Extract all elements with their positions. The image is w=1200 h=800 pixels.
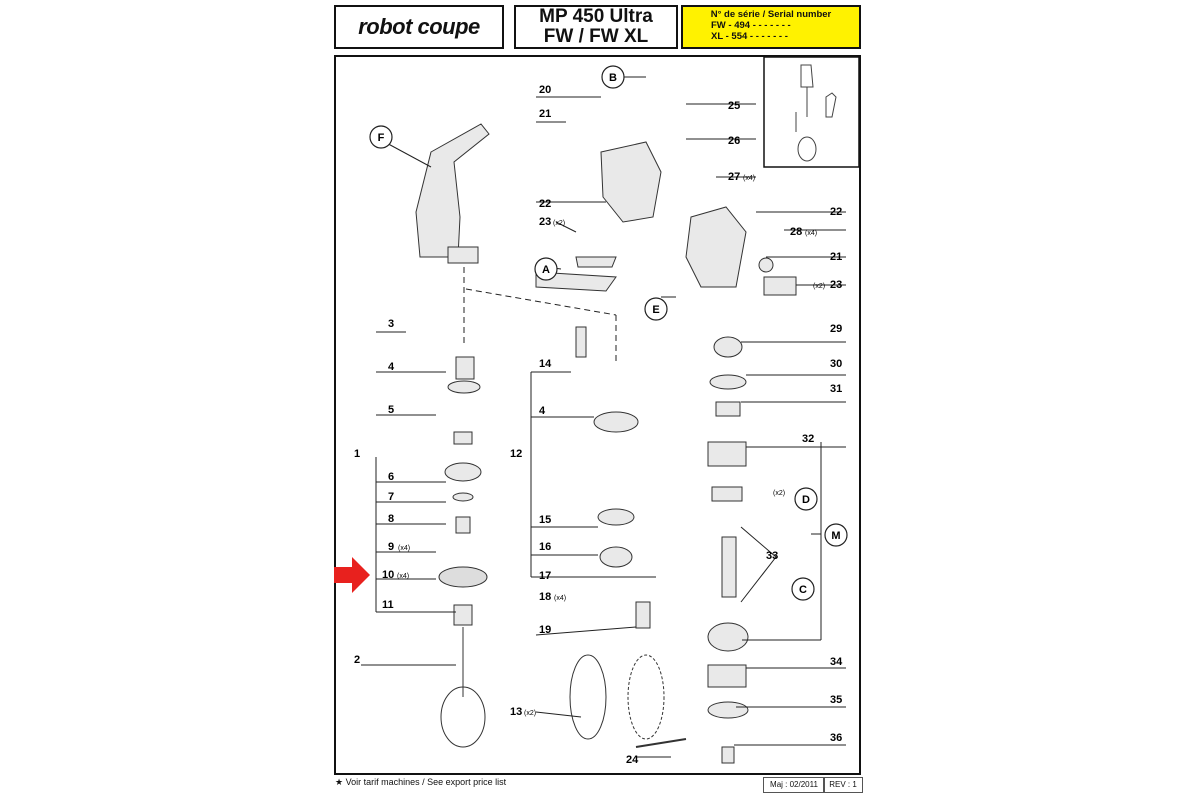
qty-23-left: (x2) [553, 220, 565, 227]
part-31: 31 [830, 383, 842, 395]
qty-28: (x4) [805, 230, 817, 237]
callout-A-label: A [542, 264, 550, 276]
part-10: 10 [382, 569, 394, 581]
qty-23-right: (x2) [813, 283, 825, 290]
callout-D-label: D [802, 494, 810, 506]
part-12: 12 [510, 448, 522, 460]
qty-18: (x4) [554, 595, 566, 602]
part-23-left: 23 [539, 216, 551, 228]
part-4-middle: 4 [539, 405, 546, 417]
callout-D [794, 487, 818, 511]
highlight-arrow [334, 557, 370, 593]
callout-B-label: B [609, 72, 617, 84]
letter-callouts [369, 65, 848, 601]
letter-labels: F B A E D M C [378, 72, 841, 596]
part-7: 7 [388, 491, 394, 503]
motor-coupling-drawing [447, 246, 479, 264]
connection-dashes [463, 267, 617, 362]
part-30: 30 [830, 358, 842, 370]
wiring-board-drawing [535, 271, 617, 292]
part-number-labels: 1 2 3 4 5 6 7 8 9 10 11 12 13 14 4 15 16… [354, 84, 843, 766]
callout-M-label: M [831, 530, 840, 542]
part-8: 8 [388, 513, 394, 525]
part-5: 5 [388, 404, 394, 416]
part-1: 1 [354, 448, 360, 460]
part-29: 29 [830, 323, 842, 335]
part-26: 26 [728, 135, 740, 147]
part-36: 36 [830, 732, 842, 744]
inset-thumbnail [795, 64, 837, 162]
part-23-right: 23 [830, 279, 842, 291]
quantity-labels: (x4) (x4) (x2) (x4) (x2) (x2) (x4) (x4) … [397, 175, 825, 717]
part-34: 34 [830, 656, 843, 668]
part-13: 13 [510, 706, 522, 718]
brand-logo-box: robot coupe [334, 5, 504, 49]
qty-27: (x4) [743, 175, 755, 182]
part-32: 32 [802, 433, 814, 445]
model-title: MP 450 Ultra [539, 6, 653, 27]
leader-lines [361, 76, 846, 758]
callout-F-label: F [378, 132, 385, 144]
part-drawings [415, 123, 797, 764]
model-variants: FW / FW XL [543, 26, 649, 47]
callout-C [791, 577, 815, 601]
part-4-left: 4 [388, 361, 395, 373]
part-21-right: 21 [830, 251, 842, 263]
part-16: 16 [539, 541, 551, 553]
serial-number-box: N° de série / Serial number FW - 494 - -… [681, 5, 861, 49]
part-9: 9 [388, 541, 394, 553]
part-2: 2 [354, 654, 360, 666]
part-35: 35 [830, 694, 842, 706]
part-18: 18 [539, 591, 551, 603]
part-22-right: 22 [830, 206, 842, 218]
callout-E-label: E [652, 304, 659, 316]
handle-shell-drawing [600, 141, 662, 223]
part-14: 14 [539, 358, 552, 370]
callout-B [601, 65, 625, 89]
callout-A [534, 257, 558, 281]
part-4-drawing [455, 356, 475, 380]
model-title-box: MP 450 Ultra FW / FW XL [514, 5, 678, 49]
part-24: 24 [626, 754, 639, 766]
exploded-parts-diagram: F B A E D M C 1 2 3 4 5 6 7 8 9 10 11 12… [354, 56, 860, 766]
serial-fw: FW - 494 - - - - - - - [711, 20, 791, 31]
serial-title: N° de série / Serial number [710, 9, 832, 20]
motor-unit-drawing [415, 123, 490, 258]
part-21-left: 21 [539, 108, 551, 120]
part-19: 19 [539, 624, 551, 636]
serial-xl: XL - 554 - - - - - - - [711, 31, 788, 42]
callout-E [644, 297, 668, 321]
exploded-view-frame: F B A E D M C 1 2 3 4 5 6 7 8 9 10 11 12… [334, 55, 861, 775]
part-11: 11 [382, 599, 394, 611]
footer-date: Maj : 02/2011 [763, 777, 825, 793]
part-17: 17 [539, 570, 551, 582]
part-33: 33 [766, 550, 778, 562]
footer-revision: REV : 1 [823, 777, 863, 793]
part-25: 25 [728, 100, 740, 112]
part-6: 6 [388, 471, 394, 483]
part-22-left: 22 [539, 198, 551, 210]
qty-10: (x4) [397, 573, 409, 580]
brand-logo: robot coupe [358, 14, 480, 39]
part-20: 20 [539, 84, 551, 96]
qty-13: (x2) [524, 710, 536, 717]
footer-note: ★ Voir tarif machines / See export price… [335, 777, 507, 787]
part-28: 28 [790, 226, 802, 238]
part-15: 15 [539, 514, 551, 526]
part-27: 27 [728, 171, 740, 183]
highlight-arrow-shape [334, 557, 370, 593]
part-3: 3 [388, 318, 394, 330]
callout-F [369, 125, 393, 149]
callout-C-label: C [799, 584, 807, 596]
qty-D: (x2) [773, 490, 785, 497]
callout-M [824, 523, 848, 547]
qty-9: (x4) [398, 545, 410, 552]
